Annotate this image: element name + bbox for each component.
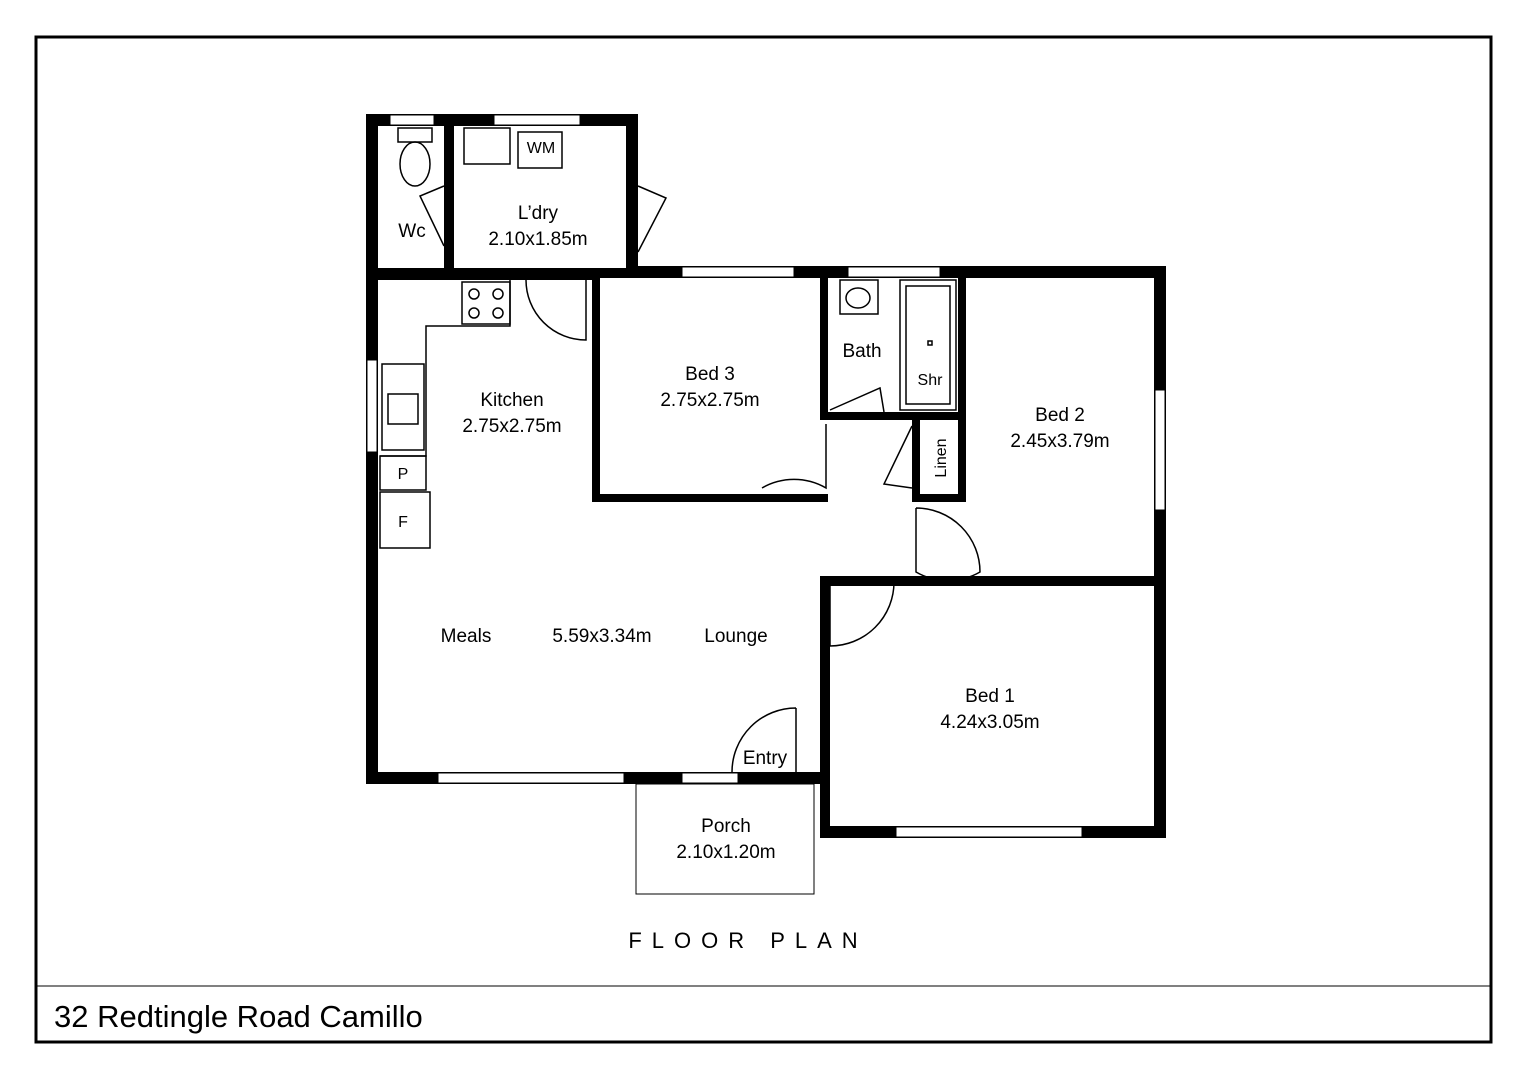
- property-address: 32 Redtingle Road Camillo: [54, 999, 423, 1034]
- bed1-size: 4.24x3.05m: [940, 712, 1039, 733]
- shower-label: Shr: [918, 372, 944, 389]
- lounge-label: Lounge: [704, 626, 767, 647]
- bed2-label: Bed 2: [1035, 405, 1085, 426]
- bed3-size: 2.75x2.75m: [660, 390, 759, 411]
- washing-machine-label: WM: [527, 140, 555, 157]
- room-labels: Wc L’dry 2.10x1.85m WM Kitchen 2.75x2.75…: [398, 140, 1110, 863]
- fridge-label: F: [398, 514, 408, 531]
- laundry-trough-icon: [463, 127, 511, 165]
- meals-label: Meals: [441, 626, 492, 647]
- doors: [418, 185, 981, 773]
- porch-label: Porch: [701, 816, 751, 837]
- pantry-label: P: [398, 466, 409, 483]
- porch-size: 2.10x1.20m: [676, 842, 775, 863]
- living-size: 5.59x3.34m: [552, 626, 651, 647]
- basin-icon: [839, 279, 879, 315]
- laundry-label: L’dry: [518, 203, 559, 224]
- fridge-icon: [379, 491, 431, 549]
- wc-label: Wc: [398, 221, 425, 242]
- entry-label: Entry: [743, 748, 788, 769]
- bath-label: Bath: [842, 341, 881, 362]
- washing-machine-icon: [517, 131, 563, 169]
- cooktop-icon: [461, 281, 511, 325]
- plan-title: FLOOR PLAN: [628, 928, 867, 953]
- bed1-label: Bed 1: [965, 686, 1015, 707]
- laundry-size: 2.10x1.85m: [488, 229, 587, 250]
- walls: [366, 114, 1166, 838]
- porch-outline: [635, 783, 815, 895]
- linen-label: Linen: [933, 438, 950, 477]
- toilet-cistern-icon: [397, 127, 433, 143]
- shower-icon: [899, 279, 957, 411]
- bed3-label: Bed 3: [685, 364, 735, 385]
- toilet-bowl-icon: [399, 141, 431, 187]
- fixtures: [379, 127, 957, 549]
- sink-icon: [381, 363, 425, 451]
- kitchen-label: Kitchen: [480, 390, 543, 411]
- page-border: [34, 35, 1493, 1044]
- kitchen-size: 2.75x2.75m: [462, 416, 561, 437]
- bed2-size: 2.45x3.79m: [1010, 431, 1109, 452]
- windows: [366, 114, 1166, 838]
- pantry-icon: [379, 455, 427, 491]
